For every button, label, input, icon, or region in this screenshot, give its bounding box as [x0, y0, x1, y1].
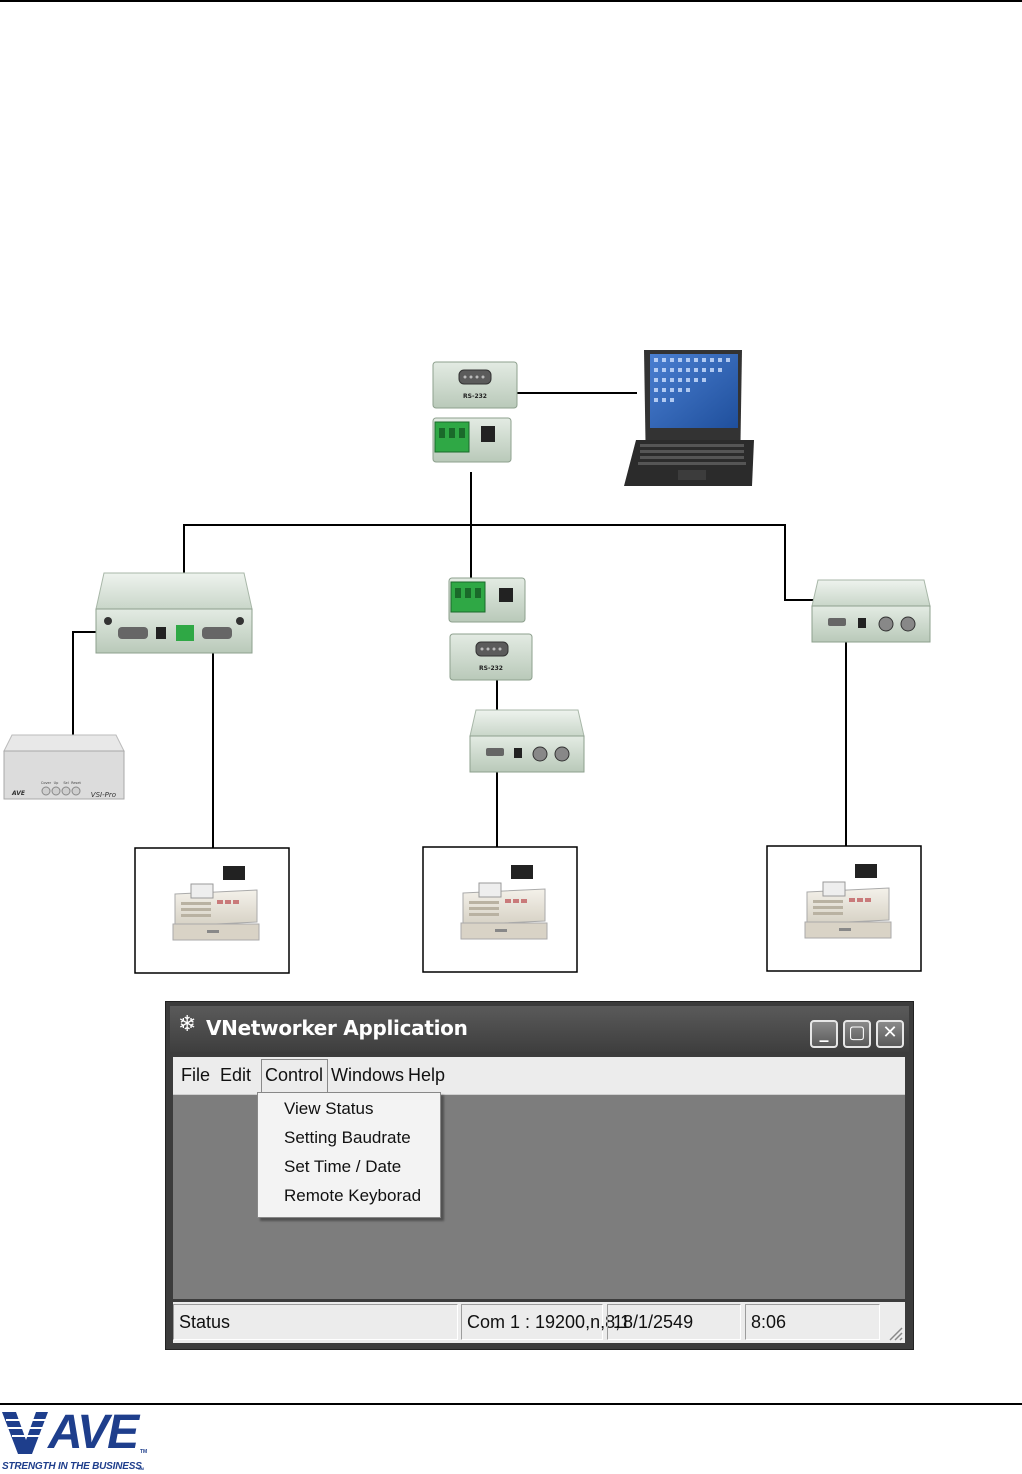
vnetworker-window: ❄ VNetworker Application _ ▢ ✕ File Edit…: [165, 1001, 914, 1350]
menu-item-setting-baudrate[interactable]: Setting Baudrate: [284, 1128, 411, 1147]
status-panel-com: Com 1 : 19200,n,8,1: [461, 1304, 630, 1340]
laptop: [624, 350, 754, 486]
rs232-label: RS-232: [463, 393, 487, 400]
service-mark: SM: [138, 1466, 144, 1471]
vsi-pro-button-label: Sel: [63, 781, 68, 785]
ave-logo-v-icon: [2, 1412, 48, 1454]
rs485-converter-middle: [448, 577, 526, 623]
menu-windows[interactable]: Windows: [331, 1065, 405, 1085]
menu-active-highlight: [261, 1059, 328, 1093]
bottom-rule: [0, 1403, 1022, 1405]
menu-control[interactable]: Control: [265, 1065, 324, 1085]
vsi-pro-button-label: Cover: [41, 781, 52, 785]
status-bar: Status Com 1 : 19200,n,8,1 18/1/2549 8:0…: [173, 1302, 905, 1343]
cash-register-left: [134, 847, 290, 974]
menu-edit[interactable]: Edit: [220, 1065, 252, 1085]
status-panel-time: 8:06: [745, 1304, 880, 1340]
status-panel-label: Status: [173, 1304, 458, 1340]
control-dropdown-menu: View Status Setting Baudrate Set Time / …: [257, 1092, 441, 1218]
rs232-converter-middle: RS-232: [449, 633, 533, 681]
menu-item-view-status[interactable]: View Status: [284, 1099, 374, 1118]
minimize-button[interactable]: _: [810, 1020, 838, 1048]
menu-help[interactable]: Help: [408, 1065, 446, 1085]
trademark-mark: TM: [140, 1449, 148, 1455]
ave-logo-text: AVE: [48, 1406, 139, 1459]
resize-grip-icon[interactable]: [887, 1325, 903, 1341]
status-panel-date: 18/1/2549: [607, 1304, 741, 1340]
overlay-unit-middle: [469, 709, 585, 773]
logo-tagline: STRENGTH IN THE BUSINESS: [2, 1461, 142, 1472]
vsi-pro-button-label: Up: [54, 781, 60, 785]
main-unit-back: [95, 572, 253, 654]
top-rule: [0, 0, 1022, 2]
overlay-unit-right: [811, 579, 931, 643]
connection-lines: [72, 392, 847, 848]
network-diagram: RS-232: [3, 350, 931, 974]
cash-register-middle: [422, 846, 578, 973]
cash-register-right: [766, 845, 922, 972]
vsi-pro-model-label: VSI-Pro: [91, 791, 116, 799]
vsi-pro-brand-label: AVE: [11, 790, 26, 797]
maximize-button[interactable]: ▢: [843, 1020, 871, 1048]
menu-item-remote-keyboard[interactable]: Remote Keyborad: [284, 1186, 422, 1205]
menu-item-set-time-date[interactable]: Set Time / Date: [284, 1157, 402, 1176]
menu-bar: File Edit Control Windows Help: [173, 1057, 905, 1095]
title-bar[interactable]: ❄ VNetworker Application _ ▢ ✕: [170, 1006, 909, 1052]
rs232-label-middle: RS-232: [479, 665, 503, 672]
menu-file[interactable]: File: [181, 1065, 211, 1085]
close-button[interactable]: ✕: [876, 1020, 904, 1048]
app-snowflake-icon: ❄: [178, 1012, 197, 1037]
vsi-pro-button-label: Reset: [71, 781, 81, 785]
rs485-converter-top: [432, 417, 512, 463]
rs232-converter-top: RS-232: [432, 361, 518, 409]
window-title: VNetworker Application: [206, 1016, 468, 1040]
